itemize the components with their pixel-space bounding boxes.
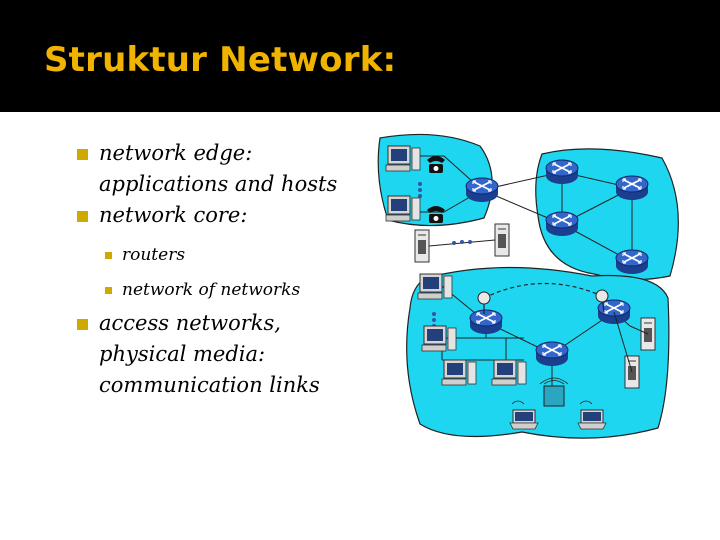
wireless-link bbox=[483, 282, 603, 299]
bullet-marker bbox=[77, 319, 88, 330]
sub-bullet-marker bbox=[105, 287, 112, 294]
bullet-item: network edge: applications and hosts bbox=[77, 138, 369, 200]
wireless-access-point-icon bbox=[539, 377, 569, 407]
computer-icon bbox=[491, 359, 527, 386]
sub-bullet-item: routers bbox=[105, 243, 186, 267]
router-icon bbox=[535, 341, 569, 367]
network-diagram bbox=[377, 133, 679, 439]
sub-bullet-text: routers bbox=[122, 245, 186, 265]
slide-title: Struktur Network: bbox=[44, 40, 397, 80]
bullet-marker bbox=[77, 149, 88, 160]
router-icon bbox=[615, 249, 649, 275]
sub-bullet-text: network of networks bbox=[122, 280, 301, 300]
phone-icon bbox=[427, 206, 445, 223]
computer-icon bbox=[417, 273, 453, 300]
sub-bullet-marker bbox=[105, 252, 112, 259]
computer-icon bbox=[421, 325, 457, 352]
bullet-text: network edge: applications and hosts bbox=[99, 141, 338, 196]
router-icon bbox=[465, 177, 499, 203]
computer-icon bbox=[385, 145, 421, 172]
router-icon bbox=[469, 309, 503, 335]
bullet-item: access networks, physical media: communi… bbox=[77, 308, 329, 401]
laptop-icon bbox=[509, 409, 539, 430]
router-icon bbox=[545, 211, 579, 237]
antenna-icon bbox=[477, 291, 491, 314]
server-icon bbox=[414, 229, 430, 263]
bullet-text: network core: bbox=[99, 203, 248, 227]
antenna-icon bbox=[595, 289, 609, 313]
title-bar: Struktur Network: bbox=[0, 0, 720, 112]
bullet-item: network core: bbox=[77, 200, 248, 231]
bullet-marker bbox=[77, 211, 88, 222]
computer-icon bbox=[441, 359, 477, 386]
bullet-text: access networks, physical media: communi… bbox=[99, 311, 320, 397]
computer-icon bbox=[385, 195, 421, 222]
laptop-icon bbox=[577, 409, 607, 430]
phone-icon bbox=[427, 156, 445, 173]
server-icon bbox=[494, 223, 510, 257]
router-icon bbox=[545, 159, 579, 185]
sub-bullet-item: network of networks bbox=[105, 278, 301, 302]
router-icon bbox=[615, 175, 649, 201]
